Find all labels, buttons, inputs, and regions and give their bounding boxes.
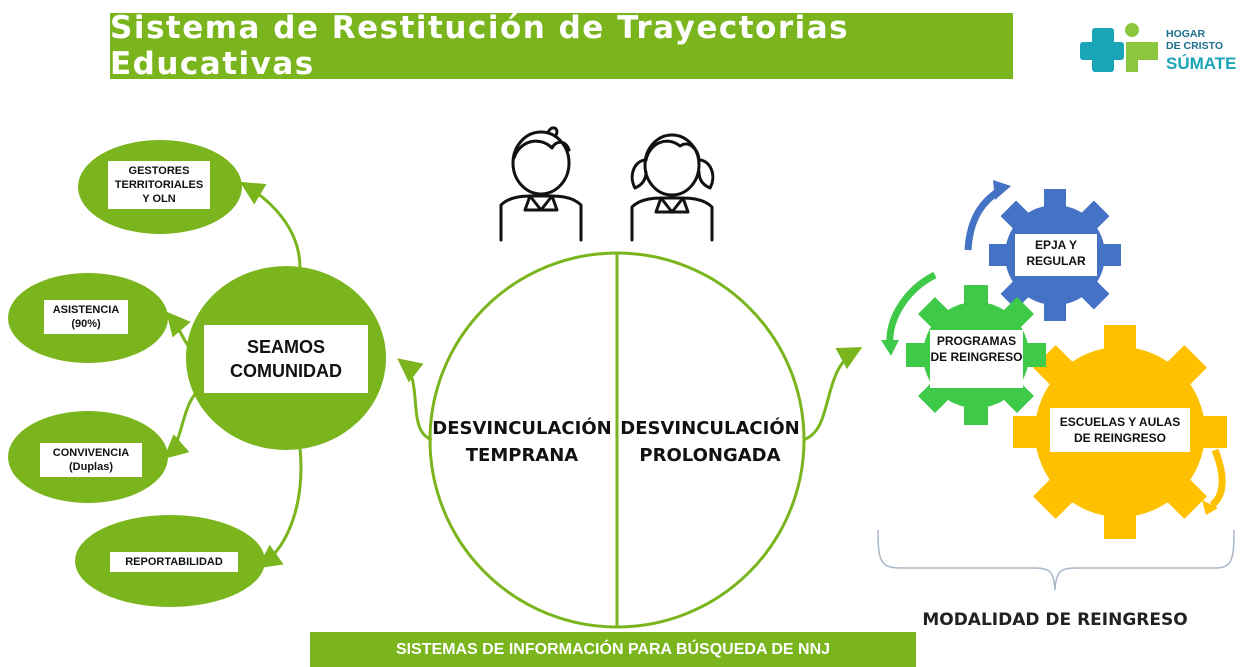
gear-blue-label-bg [1015,234,1097,276]
gear-label-epja: EPJA Y REGULAR [1026,238,1086,268]
gear-label-programas: PROGRAMAS DE REINGRESO [930,334,1023,364]
satellite-label-gestores: GESTORES TERRITORIALES Y OLN [108,161,210,209]
connector-circle-to-gears [802,347,863,442]
satellite-label-reportabilidad: REPORTABILIDAD [110,552,238,572]
logo-line-3: SÚMATE [1166,54,1237,73]
connector-to-reportabilidad [257,447,303,569]
satellite-label-convivencia: CONVIVENCIA (Duplas) [40,443,142,477]
rotation-arrowhead-blue [993,180,1011,200]
connector-circle-to-hub [397,358,433,442]
logo-line-2: DE CRISTO [1166,40,1223,52]
gear-green-label-bg [930,330,1023,388]
logo-line-1: HOGAR [1166,28,1206,40]
page-title: Sistema de Restitución de Trayectorias E… [110,10,1013,82]
modality-brace [877,529,1235,591]
rotation-arrow-green [886,271,937,346]
gear-label-escuelas: ESCUELAS Y AULAS DE REINGRESO [1059,415,1181,445]
hogar-de-cristo-logo [1080,23,1158,72]
logo-text: HOGAR DE CRISTO SÚMATE [1166,28,1237,73]
connector-to-convivencia [163,383,206,459]
gear-yellow-label-bg [1050,408,1190,452]
connector-to-gestores [239,181,302,269]
footer-bar: SISTEMAS DE INFORMACIÓN PARA BÚSQUEDA DE… [310,632,916,667]
connector-to-asistencia [166,311,201,357]
rotation-arrow-yellow [1209,448,1226,508]
hub-label-text: SEAMOS COMUNIDAD [230,337,342,381]
rotation-arrowhead-yellow [1202,500,1218,515]
circle-left-label: DESVINCULACIÓN TEMPRANA [432,418,612,466]
rotation-arrowhead-green [881,340,899,356]
modality-label: MODALIDAD DE REINGRESO [922,610,1188,630]
gear-yellow [1013,325,1227,539]
hub-label: SEAMOS COMUNIDAD [204,325,368,393]
girl-icon [630,133,715,242]
boy-icon [499,126,583,242]
circle-right-label: DESVINCULACIÓN PROLONGADA [620,418,800,466]
satellite-label-asistencia: ASISTENCIA (90%) [44,300,128,334]
